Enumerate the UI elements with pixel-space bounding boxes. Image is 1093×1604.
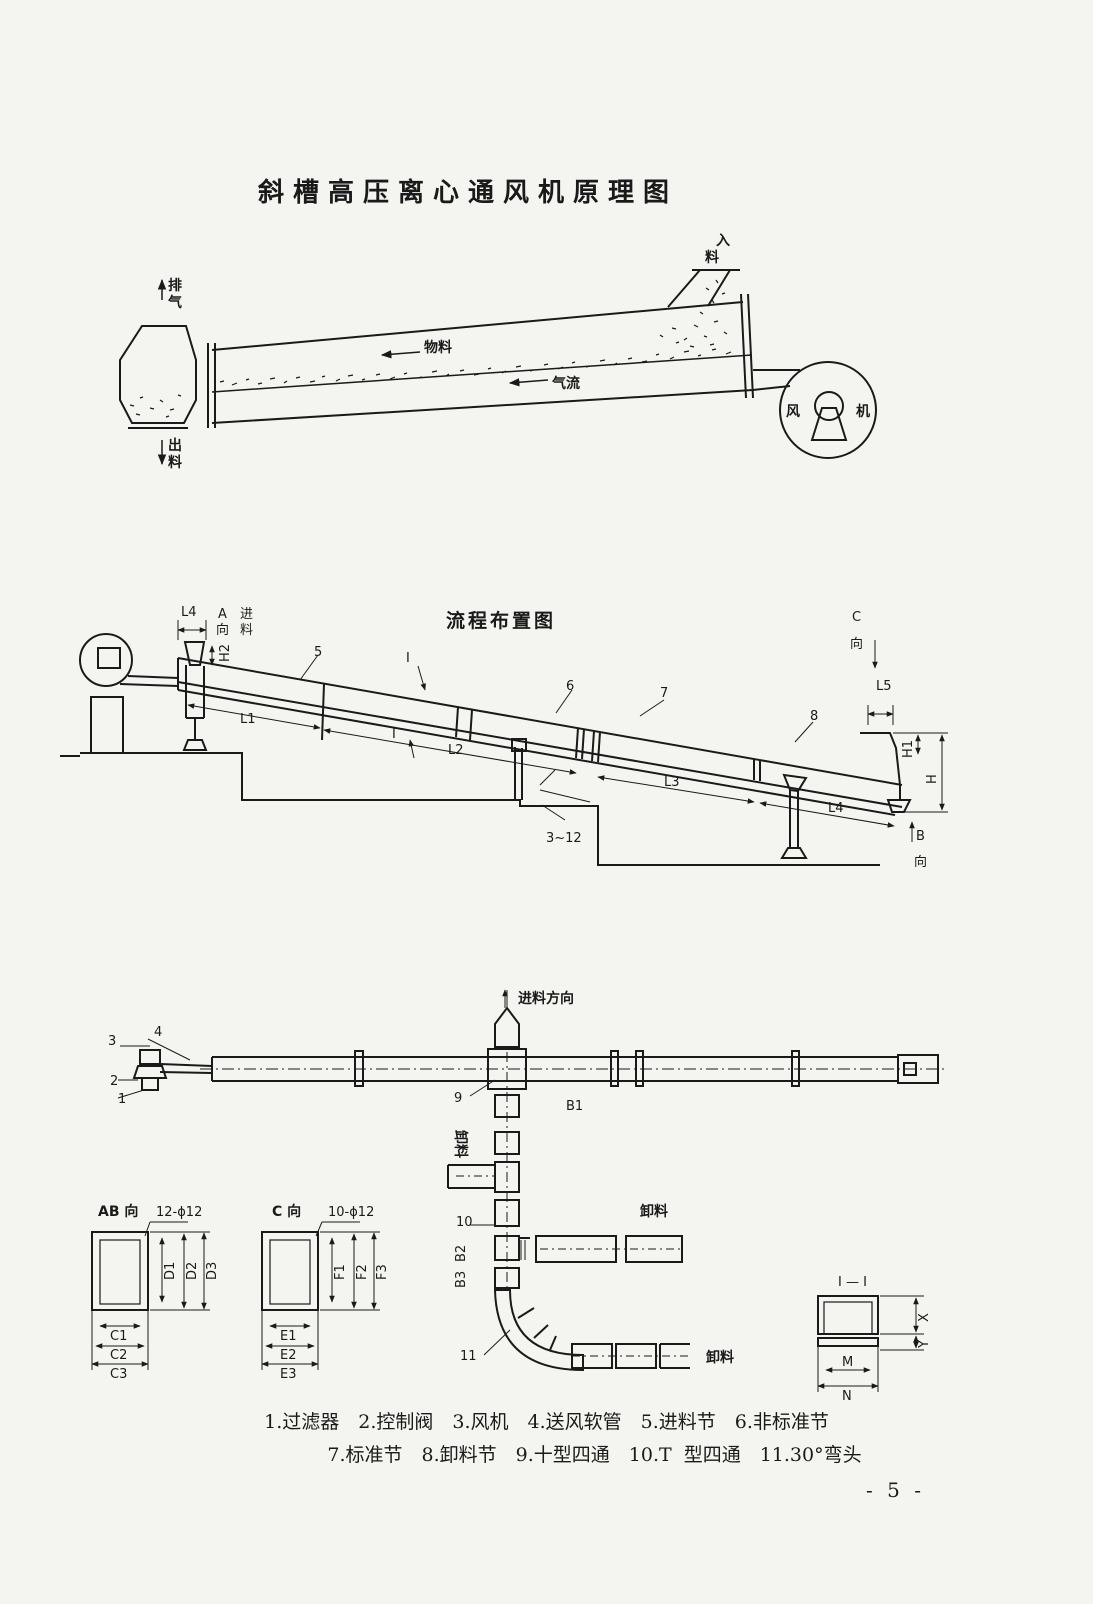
exhaust-label-1: 排	[168, 277, 182, 294]
feed-2: 料	[240, 623, 253, 638]
item-10-label: 10	[456, 1215, 473, 1230]
label-L4-top: L4	[181, 605, 197, 620]
chute-top-wall	[211, 301, 744, 351]
c-dir-1: C	[852, 610, 861, 625]
item-11-label: 11	[460, 1349, 477, 1364]
item-6-label: 6	[566, 679, 574, 694]
label-B3: B3	[454, 1271, 469, 1288]
item-9-label: 9	[454, 1091, 462, 1106]
ab-view: AB 向 12-ϕ12 D1 D2 D3 C1 C2 C3	[91, 1203, 220, 1382]
discharge-label-1: 出	[168, 437, 182, 454]
label-C3: C3	[110, 1367, 127, 1382]
label-L2: L2	[448, 743, 464, 758]
section-title: I — I	[838, 1275, 867, 1290]
item-3-label: 3	[108, 1034, 116, 1049]
feed-1: 进	[240, 607, 253, 622]
a-dir-1: A	[218, 607, 227, 622]
label-X: X	[917, 1313, 932, 1322]
c-view-holes: 10-ϕ12	[328, 1205, 374, 1220]
item-8-label: 8	[810, 709, 818, 724]
angle-range: 3~12	[546, 831, 582, 846]
b-dir-1: B	[916, 829, 925, 844]
principle-diagram-title: 斜槽高压离心通风机原理图	[257, 177, 678, 208]
label-F3: F3	[375, 1264, 390, 1280]
c-dir-2: 向	[850, 636, 863, 652]
feed-label-2: 入	[716, 233, 730, 249]
c-view-title: C 向	[272, 1203, 301, 1220]
fan-label-right: 机	[856, 403, 870, 420]
label-E3: E3	[280, 1367, 297, 1382]
label-I-top: I	[406, 651, 410, 666]
label-E2: E2	[280, 1348, 297, 1363]
legend-line-2: 7.标准节 8.卸料节 9.十型四通 10.T 型四通 11.30°弯头	[327, 1444, 862, 1466]
chute-porous-plate	[211, 354, 753, 393]
label-H2: H2	[218, 644, 233, 662]
label-E1: E1	[280, 1329, 297, 1344]
discharge-vertical: 卸料	[452, 1130, 469, 1158]
legend-line-1: 1.过滤器 2.控制阀 3.风机 4.送风软管 5.进料节 6.非标准节	[264, 1411, 829, 1433]
principle-diagram: 斜槽高压离心通风机原理图	[119, 177, 877, 471]
item-4-label: 4	[154, 1025, 162, 1040]
discharge-mid: 卸料	[640, 1203, 668, 1220]
label-B1: B1	[566, 1099, 583, 1114]
label-H: H	[925, 774, 940, 784]
a-dir-2: 向	[216, 622, 229, 638]
layout-diagram-title: 流程布置图	[446, 609, 556, 632]
chute-bottom	[177, 681, 903, 808]
page-number: - 5 -	[866, 1478, 925, 1502]
airbox-bottom	[177, 689, 896, 816]
label-D2: D2	[185, 1262, 200, 1280]
label-Y: Y	[917, 1340, 932, 1349]
label-H1: H1	[901, 740, 916, 758]
b-dir-2: 向	[914, 854, 927, 870]
chute-bottom-wall	[211, 389, 754, 424]
label-D1: D1	[163, 1262, 178, 1280]
material-particles	[129, 279, 732, 418]
label-F2: F2	[355, 1264, 370, 1280]
feed-hopper	[667, 269, 732, 308]
label-D3: D3	[205, 1262, 220, 1280]
label-C1: C1	[110, 1329, 127, 1344]
label-L3: L3	[664, 775, 680, 790]
feed-label-1: 料	[705, 249, 719, 266]
plan-diagram: 进料方向 3 4 2 1 9 B1 卸料 卸料 10 B2 B3 11 卸料	[108, 989, 948, 1372]
label-L5: L5	[876, 679, 892, 694]
label-L4: L4	[828, 801, 844, 816]
fan-housing-small	[79, 633, 133, 687]
fan-stand	[90, 696, 124, 754]
label-N: N	[842, 1389, 852, 1404]
discharge-label-2: 料	[168, 454, 182, 471]
label-C2: C2	[110, 1348, 127, 1363]
item-7-label: 7	[660, 686, 668, 701]
c-view: C 向 10-ϕ12 F1 F2 F3 E1 E2 E3	[261, 1203, 390, 1382]
item-1-label: 1	[118, 1092, 126, 1107]
ab-view-holes: 12-ϕ12	[156, 1205, 202, 1220]
layout-diagram: 流程布置图	[60, 605, 948, 870]
material-label: 物料	[424, 339, 452, 356]
discharge-box	[119, 325, 197, 424]
fan-housing	[779, 361, 877, 459]
chute-top	[177, 657, 903, 786]
exhaust-label-2: 气	[167, 294, 182, 311]
label-B2: B2	[454, 1245, 469, 1262]
ab-view-title: AB 向	[98, 1203, 138, 1220]
section-view: I — I X Y M N	[817, 1275, 932, 1404]
fan-label-left: 风	[786, 404, 800, 420]
label-I-bottom: I	[392, 727, 396, 742]
feed-direction: 进料方向	[518, 990, 574, 1007]
label-M: M	[842, 1355, 853, 1370]
feed-nozzle	[494, 1006, 520, 1048]
label-F1: F1	[333, 1264, 348, 1280]
label-L1: L1	[240, 712, 256, 727]
item-5-label: 5	[314, 645, 322, 660]
item-2-label: 2	[110, 1074, 118, 1089]
airflow-label: 气流	[551, 375, 580, 392]
discharge-bottom: 卸料	[706, 1349, 734, 1366]
